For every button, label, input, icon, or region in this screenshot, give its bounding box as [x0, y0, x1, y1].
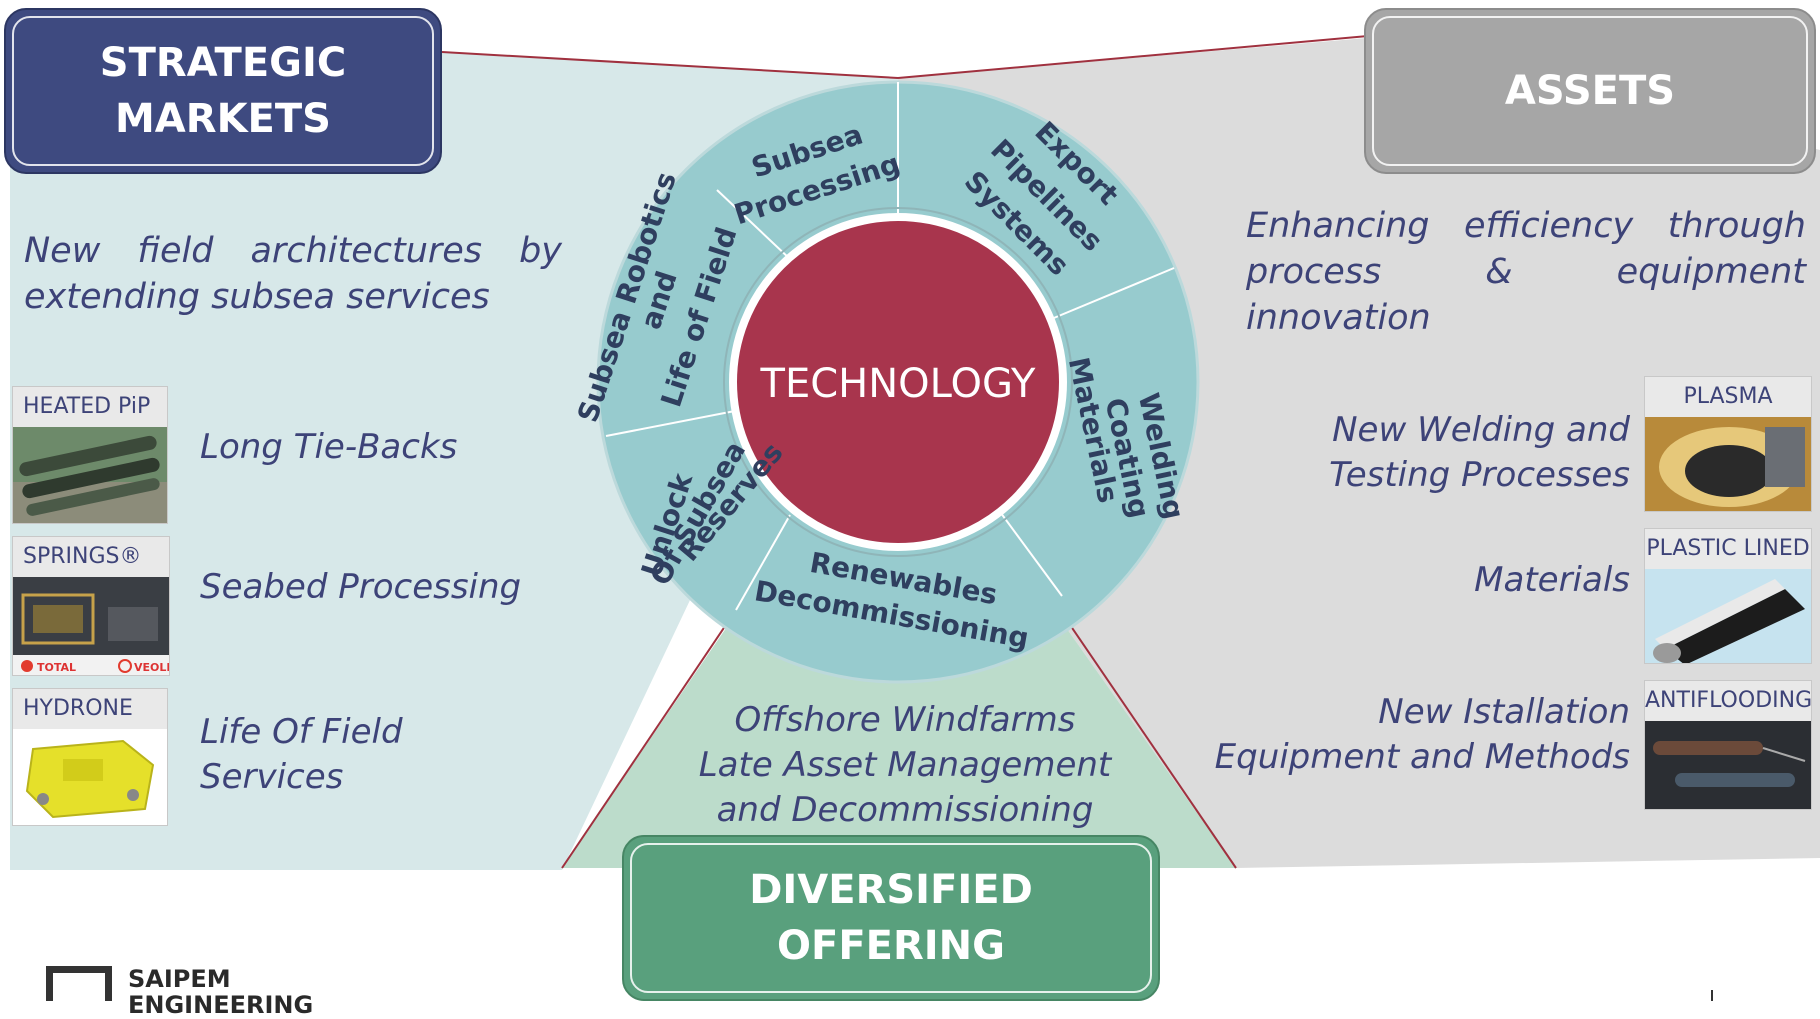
veolia-logo: VEOLIA — [134, 661, 170, 674]
thumbnail-label: ANTIFLOODING — [1645, 681, 1811, 721]
diversified-offering-box: DIVERSIFIED OFFERING — [622, 835, 1160, 1001]
plasma-weld-thumbnail: PLASMA WELD. — [1644, 376, 1812, 512]
strategic-description: New field architectures by extending sub… — [24, 228, 562, 320]
assets-item-materials: Materials — [1474, 558, 1630, 603]
item-text-line: New Welding and — [1332, 410, 1630, 450]
strategic-item-seabed-processing: Seabed Processing — [200, 565, 521, 610]
saipem-logo-text: SAIPEM ENGINEERING — [128, 965, 314, 1019]
hydrone-vehicle-icon — [13, 729, 167, 825]
diversified-region — [562, 520, 1236, 868]
strategic-item-long-tie-backs: Long Tie-Backs — [200, 425, 457, 470]
item-text-line: Equipment and Methods — [1214, 737, 1630, 777]
strategic-item-life-of-field: Life Of Field Services — [200, 710, 403, 800]
assets-item-installation: New Istallation Equipment and Methods — [1215, 690, 1630, 780]
strategic-markets-title: STRATEGIC MARKETS — [99, 40, 347, 142]
pipe-image-icon — [13, 427, 167, 523]
seabed-module-icon: TOTAL VEOLIA — [13, 577, 170, 675]
item-text-line: Long Tie-Backs — [200, 427, 458, 467]
thumbnail-label: PLASMA WELD. — [1645, 377, 1811, 449]
diversified-offering-title: DIVERSIFIED OFFERING — [749, 867, 1033, 969]
welding-machine-icon — [1645, 417, 1811, 511]
thumbnail-label: PLASTIC LINED — [1645, 529, 1811, 569]
strategic-description-line: extending subsea services — [24, 277, 490, 317]
item-text-line: Materials — [1474, 560, 1630, 600]
assets-title: ASSETS — [1504, 68, 1676, 114]
item-text-line: Life Of Field — [200, 712, 403, 752]
saipem-logo: SAIPEM ENGINEERING — [46, 966, 313, 1018]
plastic-lined-thumbnail: PLASTIC LINED — [1644, 528, 1812, 664]
strategic-description-line: New field architectures by — [24, 231, 562, 271]
total-logo: TOTAL — [37, 661, 76, 674]
lined-pipe-icon — [1645, 569, 1811, 663]
assets-description-line: Enhancing efficiency through — [1246, 206, 1806, 246]
heated-pip-thumbnail: HEATED PiP — [12, 386, 168, 524]
divider-line — [441, 51, 899, 79]
diversified-line: Late Asset Management — [698, 745, 1112, 785]
strategic-markets-box: STRATEGIC MARKETS — [4, 8, 442, 174]
thumbnail-label: SPRINGS® — [13, 537, 169, 577]
assets-box: ASSETS — [1364, 8, 1816, 174]
item-text-line: New Istallation — [1378, 692, 1630, 732]
technology-label: TECHNOLOGY — [760, 361, 1036, 407]
item-text-line: Services — [200, 757, 344, 797]
item-text-line: Testing Processes — [1329, 455, 1630, 495]
diversified-line: and Decommissioning — [716, 790, 1094, 830]
diversified-description: Offshore Windfarms Late Asset Management… — [662, 698, 1148, 833]
saipem-logo-mark-icon — [46, 966, 112, 1001]
technology-core — [729, 213, 1067, 551]
assets-item-welding: New Welding and Testing Processes — [1329, 408, 1630, 498]
thumbnail-label: HEATED PiP — [13, 387, 167, 427]
thumbnail-label: HYDRONE — [13, 689, 167, 729]
assets-description: Enhancing efficiency through process & e… — [1246, 203, 1806, 341]
springs-thumbnail: SPRINGS® TOTAL VEOLIA — [12, 536, 170, 676]
divider-line — [897, 35, 1369, 79]
antiflooding-thumbnail: ANTIFLOODING — [1644, 680, 1812, 810]
diversified-line: Offshore Windfarms — [734, 700, 1076, 740]
assets-description-line: process & equipment innovation — [1246, 252, 1806, 338]
hydrone-thumbnail: HYDRONE — [12, 688, 168, 826]
item-text-line: Seabed Processing — [200, 567, 522, 607]
antiflooding-tool-icon — [1645, 721, 1811, 809]
